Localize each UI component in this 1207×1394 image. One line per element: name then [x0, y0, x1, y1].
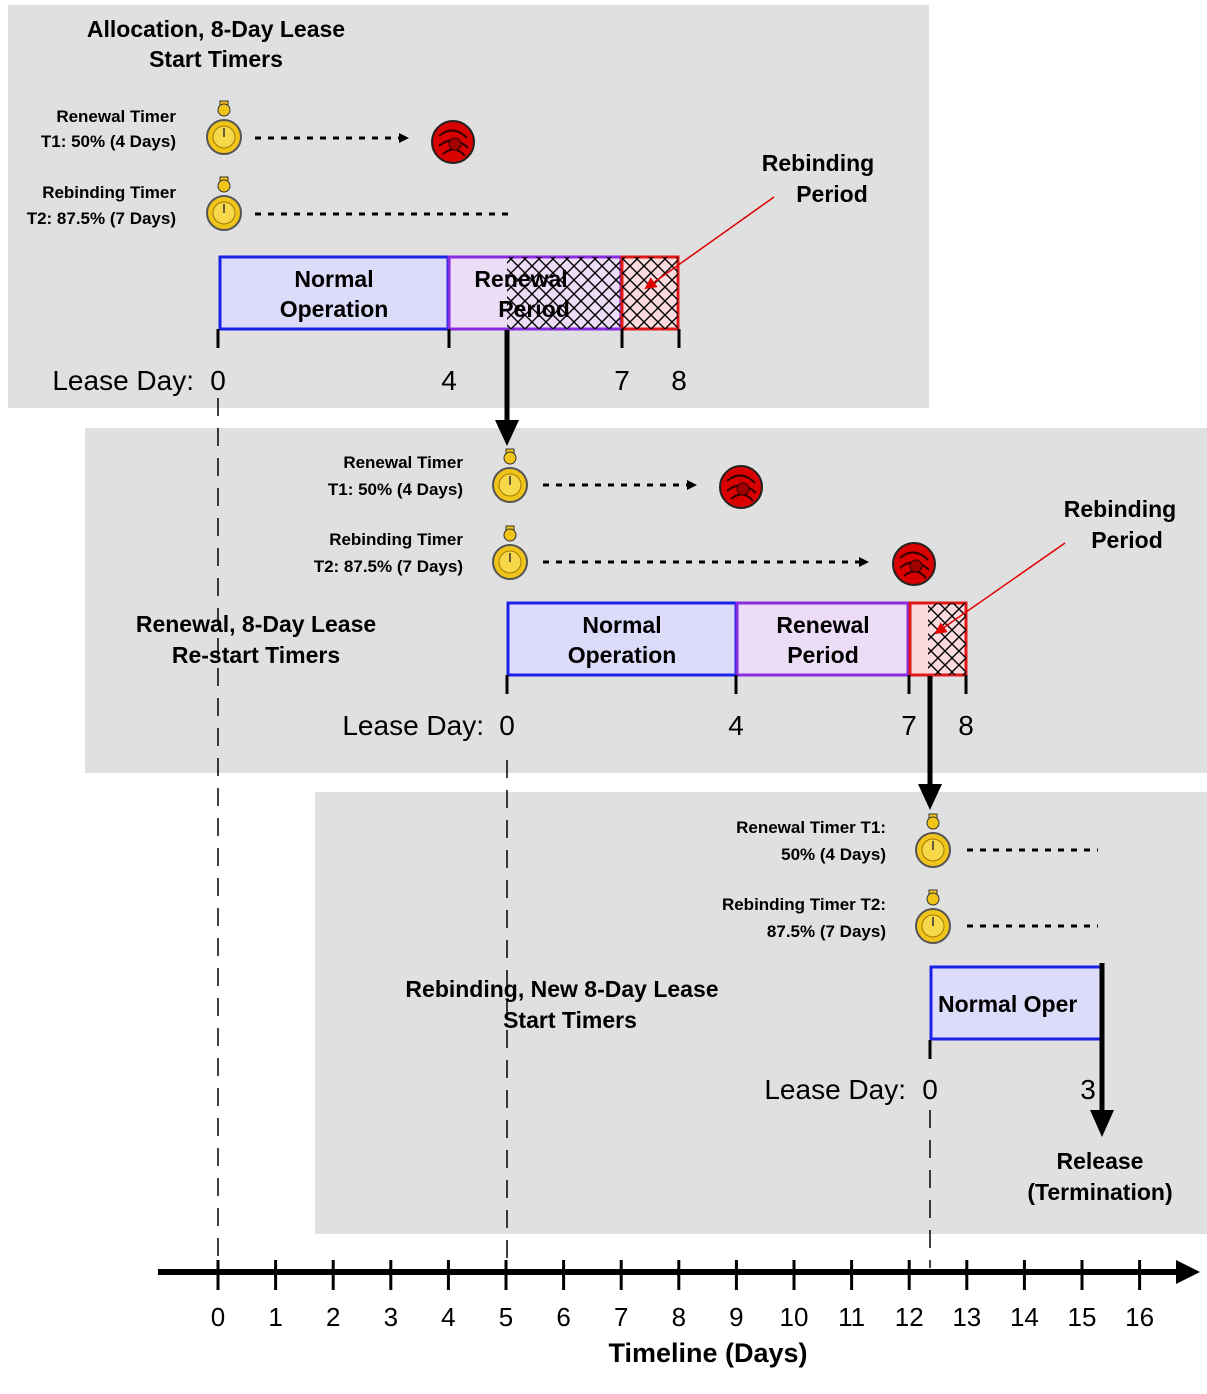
timeline-tick-label: 8: [672, 1302, 686, 1332]
alarm-bell-icon: [720, 466, 762, 508]
timeline-tick-label: 14: [1010, 1302, 1039, 1332]
timeline-tick-label: 5: [499, 1302, 513, 1332]
panel-renewal: [85, 428, 1207, 773]
panel2-day-7: 7: [901, 710, 917, 741]
panel1-rebinding-label-line1: Rebinding: [762, 150, 874, 176]
timeline-tick-label: 7: [614, 1302, 628, 1332]
timeline-tick-label: 3: [384, 1302, 398, 1332]
timeline-tick-label: 12: [895, 1302, 924, 1332]
panel2-normal-label-line1: Normal: [582, 612, 661, 638]
panel1-normal-label-line1: Normal: [294, 266, 373, 292]
panel1-normal-label-line2: Operation: [280, 296, 389, 322]
panel-allocation: [8, 5, 929, 408]
panel2-renewal-label-line2: Period: [787, 642, 859, 668]
timeline-axis-arrowhead: [1176, 1260, 1200, 1284]
panel3-title-line1: Rebinding, New 8-Day Lease: [405, 976, 718, 1002]
panel2-t1-label-line2: T1: 50% (4 Days): [328, 480, 463, 499]
alarm-bell-icon: [893, 543, 935, 585]
panel3-day-3: 3: [1080, 1074, 1096, 1105]
panel2-normal-label-line2: Operation: [568, 642, 677, 668]
panel1-day-4: 4: [441, 365, 457, 396]
panel1-renewal-label-line2: Period: [498, 296, 570, 322]
panel2-rebinding-hatch: [928, 603, 966, 675]
panel1-day-8: 8: [671, 365, 687, 396]
release-label-line2: (Termination): [1027, 1179, 1172, 1205]
panel2-day-0: 0: [499, 710, 515, 741]
panel2-day-4: 4: [728, 710, 744, 741]
panel2-rebinding-label-line2: Period: [1091, 527, 1163, 553]
panel2-renewal-label-line1: Renewal: [776, 612, 869, 638]
timeline-title: Timeline (Days): [608, 1338, 807, 1368]
timeline-tick-label: 9: [729, 1302, 743, 1332]
timeline-tick-label: 4: [441, 1302, 455, 1332]
panel3-t2-label-line1: Rebinding Timer T2:: [722, 895, 886, 914]
panel2-t1-label-line1: Renewal Timer: [343, 453, 463, 472]
panel3-title-line2: Start Timers: [503, 1007, 637, 1033]
panel2-rebinding-label-line1: Rebinding: [1064, 496, 1176, 522]
panel2-title-line2: Re-start Timers: [172, 642, 340, 668]
timeline-tick-label: 0: [211, 1302, 225, 1332]
panel1-title-line1: Allocation, 8-Day Lease: [87, 16, 345, 42]
panel2-lease-day-label: Lease Day:: [342, 710, 484, 741]
timeline-tick-label: 10: [780, 1302, 809, 1332]
alarm-bell-icon: [432, 121, 474, 163]
panel1-t1-label-line2: T1: 50% (4 Days): [41, 132, 176, 151]
release-label-line1: Release: [1057, 1148, 1144, 1174]
panel1-lease-day-label: Lease Day:: [52, 365, 194, 396]
timeline-tick-label: 2: [326, 1302, 340, 1332]
panel2-t2-label-line1: Rebinding Timer: [329, 530, 463, 549]
panel3-normal-label: Normal Oper: [938, 991, 1077, 1017]
panel1-t2-label-line1: Rebinding Timer: [42, 183, 176, 202]
timeline-tick-label: 15: [1068, 1302, 1097, 1332]
timeline-tick-label: 6: [556, 1302, 570, 1332]
panel1-t1-label-line1: Renewal Timer: [56, 107, 176, 126]
timeline-tick-label: 11: [838, 1302, 865, 1332]
panel2-t2-label-line2: T2: 87.5% (7 Days): [314, 557, 463, 576]
timeline-tick-label: 16: [1125, 1302, 1154, 1332]
panel1-renewal-label-line1: Renewal: [474, 266, 567, 292]
timeline-tick-label: 13: [952, 1302, 981, 1332]
panel2-day-8: 8: [958, 710, 974, 741]
timeline-tick-label: 1: [268, 1302, 282, 1332]
panel1-day-0: 0: [210, 365, 226, 396]
panel3-t2-label-line2: 87.5% (7 Days): [767, 922, 886, 941]
panel1-rebinding-label-line2: Period: [796, 181, 868, 207]
panel3-lease-day-label: Lease Day:: [764, 1074, 906, 1105]
panel2-title-line1: Renewal, 8-Day Lease: [136, 611, 376, 637]
panel1-day-7: 7: [614, 365, 630, 396]
panel1-rebinding-hatch: [622, 257, 678, 329]
panel3-t1-label-line2: 50% (4 Days): [781, 845, 886, 864]
panel1-title-line2: Start Timers: [149, 46, 283, 72]
panel1-t2-label-line2: T2: 87.5% (7 Days): [27, 209, 176, 228]
panel3-day-0: 0: [922, 1074, 938, 1105]
panel3-t1-label-line1: Renewal Timer T1:: [736, 818, 886, 837]
